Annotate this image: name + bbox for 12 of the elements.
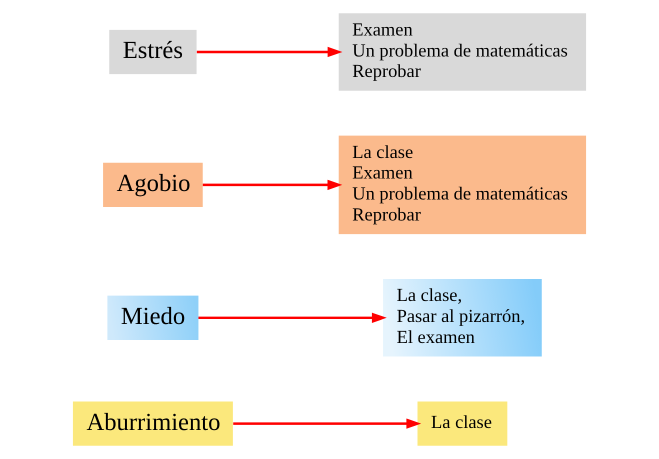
- arrow: [202, 180, 342, 190]
- arrow: [198, 312, 387, 323]
- node-box: La clase, Pasar al pizarrón, El examen: [383, 279, 542, 357]
- node-box: Aburrimiento: [72, 401, 233, 446]
- node-box: Miedo: [107, 296, 198, 340]
- node-box: La clase Examen Un problema de matemáticas Reprobar: [338, 136, 586, 234]
- node-box: Examen Un problema de matemáticas Reprobar: [338, 13, 586, 91]
- arrow: [196, 46, 342, 58]
- arrow: [233, 418, 422, 429]
- node-box: Estrés: [109, 30, 197, 74]
- node-box: Agobio: [103, 162, 203, 208]
- node-box: La clase: [417, 401, 508, 446]
